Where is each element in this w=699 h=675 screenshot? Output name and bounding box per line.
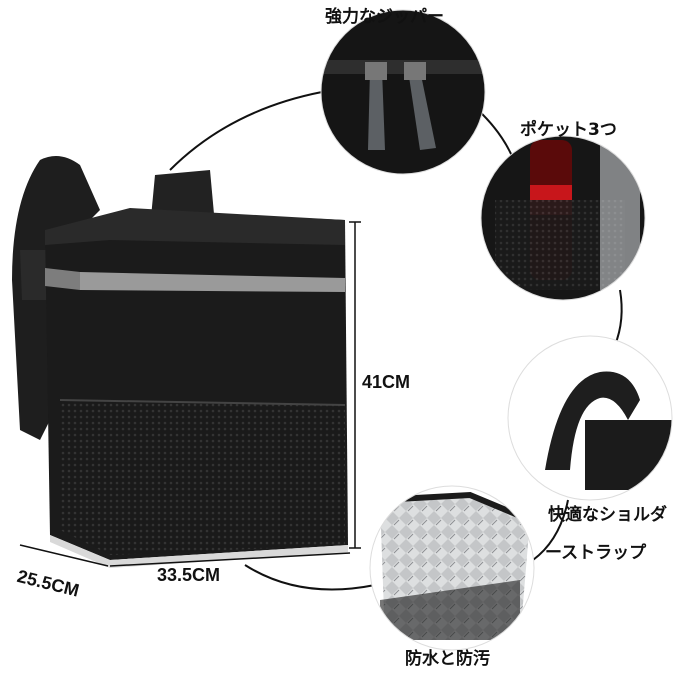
pocket-label: ポケット3つ — [520, 120, 617, 140]
backpack-main — [12, 156, 348, 568]
lining-detail — [370, 486, 534, 650]
waterproof-label: 防水と防汚 — [405, 649, 490, 669]
dimension-lines — [19, 221, 361, 567]
strap-label-line1: 快適なショルダ — [548, 505, 667, 525]
height-label: 41CM — [362, 372, 411, 392]
strap-label-line2: ーストラップ — [545, 543, 647, 563]
zipper-detail — [321, 10, 485, 174]
strap-detail — [508, 336, 672, 500]
width-label: 33.5CM — [157, 565, 221, 585]
connector-lines — [169, 91, 623, 591]
zipper-label: 強力なジッパー — [325, 7, 444, 27]
pocket-detail — [481, 136, 645, 300]
